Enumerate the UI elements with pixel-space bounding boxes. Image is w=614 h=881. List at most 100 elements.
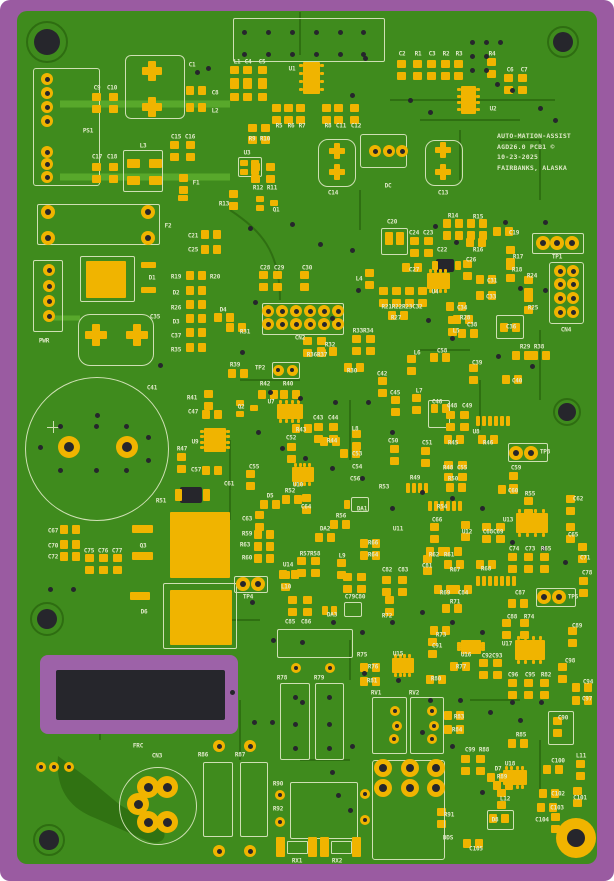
via [389, 429, 395, 435]
refdes-label: R17 [512, 253, 524, 261]
drill-hole [67, 765, 71, 769]
smd-pad [512, 576, 516, 586]
via [483, 39, 489, 45]
smd-pad [430, 535, 439, 543]
via [453, 239, 459, 245]
refdes-label: U18 [504, 760, 516, 768]
refdes-label: DA1 [356, 505, 368, 513]
mounting-hole-drill [39, 830, 59, 850]
smd-two-pad-part [292, 424, 312, 433]
refdes-label: C91 [431, 642, 443, 650]
smd-two-pad-part [478, 435, 498, 444]
refdes-label: C73 [524, 545, 536, 553]
smd-pad [429, 289, 432, 293]
drill-hole [44, 149, 50, 155]
smd-pad [92, 175, 101, 183]
smd-pad [308, 837, 317, 857]
via [145, 434, 151, 440]
refdes-label: C28 [259, 264, 271, 272]
through-hole-pad [213, 740, 225, 752]
silkscreen-outline [280, 683, 310, 760]
smd-two-pad-part [502, 619, 511, 639]
smd-pad [540, 679, 549, 687]
via [479, 789, 485, 795]
smd-pad [256, 196, 264, 202]
smd-pad [343, 573, 352, 581]
refdes-label: R44 [326, 437, 338, 445]
mounting-hole-ring [30, 602, 64, 636]
smd-pad [92, 105, 101, 113]
drill-hole [290, 368, 294, 372]
drill-hole [406, 784, 414, 792]
smd-pad [297, 419, 300, 423]
smd-pad [437, 808, 446, 816]
refdes-label: R7 [298, 122, 306, 130]
through-hole-pad [43, 295, 55, 307]
through-hole-pad [36, 762, 46, 772]
refdes-label: Q2 [237, 403, 245, 411]
smd-pad [500, 416, 504, 426]
smd-pad [258, 93, 267, 101]
through-hole-pad [137, 776, 159, 798]
smd-pad [360, 551, 368, 560]
smd-pad [240, 369, 248, 378]
via [349, 92, 355, 98]
smd-pad [441, 72, 450, 80]
refdes-label: R82 [540, 671, 552, 679]
refdes-label: C7 [520, 66, 528, 74]
smd-pad [200, 446, 204, 449]
through-hole-pad [427, 706, 437, 716]
silkscreen-outline [78, 314, 154, 366]
smd-two-pad-part [186, 328, 206, 337]
smd-pad [332, 437, 340, 446]
smd-pad [434, 289, 437, 293]
smd-two-pad-part [413, 60, 422, 80]
via [449, 619, 455, 625]
smd-two-pad-part [109, 93, 118, 113]
through-hole-pad [509, 446, 523, 460]
smd-pad [462, 662, 470, 671]
smd-two-pad-part [444, 725, 464, 734]
refdes-label: R1 [414, 50, 422, 58]
via [93, 423, 99, 429]
smd-two-pad-part [469, 364, 478, 384]
refdes-label: C75 [83, 547, 95, 555]
via [37, 444, 43, 450]
smd-pad [481, 642, 485, 645]
smd-pad [214, 466, 222, 475]
smd-pad [198, 314, 206, 323]
smd-pad [494, 416, 498, 426]
smd-pad [510, 485, 518, 494]
refdes-label: R4 [488, 50, 496, 58]
smd-pad [440, 501, 444, 511]
smd-pad [240, 169, 248, 175]
refdes-label: C10 [106, 84, 118, 92]
drill-hole [44, 118, 50, 124]
smd-pad [542, 351, 550, 360]
refdes-label: FRC [132, 742, 144, 750]
refdes-label: R9 [248, 135, 256, 143]
smd-pad [60, 552, 68, 561]
smd-pad [280, 390, 288, 399]
refdes-label: C60 [507, 487, 519, 495]
cross-pad [142, 61, 162, 81]
smd-pad [202, 466, 210, 475]
smd-two-pad-part [524, 276, 533, 296]
silkscreen-outline [80, 256, 135, 302]
silkscreen-outline [536, 588, 576, 607]
smd-two-pad-part [337, 559, 346, 579]
smd-pad [450, 662, 458, 671]
smd-pad [390, 445, 399, 453]
drill-hole [570, 268, 576, 274]
via [407, 97, 413, 103]
through-hole-pad [244, 845, 256, 857]
mounting-hole-ring [547, 26, 579, 58]
drill-hole [44, 90, 50, 96]
ic-chip [457, 82, 480, 118]
smd-pad [428, 638, 437, 646]
smd-pad [444, 725, 452, 734]
smd-pad [308, 463, 311, 467]
smd-pad [482, 416, 486, 426]
via [326, 745, 332, 751]
smd-pad [524, 553, 533, 561]
